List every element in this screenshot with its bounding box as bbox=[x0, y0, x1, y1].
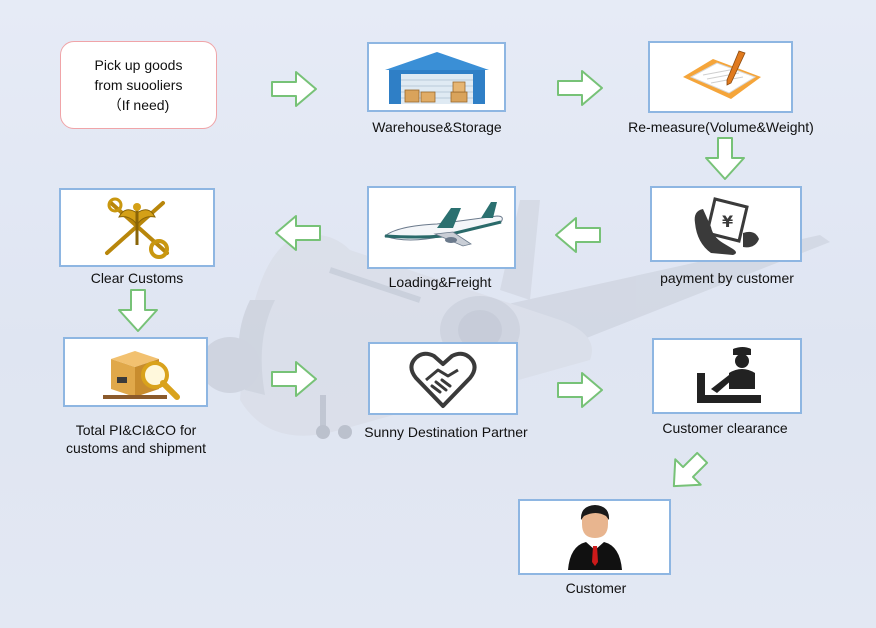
arrow-right-icon bbox=[557, 372, 603, 408]
arrow-down-icon bbox=[118, 289, 158, 332]
warehouse-node bbox=[367, 42, 506, 112]
customs-emblem-icon bbox=[105, 197, 169, 259]
businessman-icon bbox=[567, 505, 622, 570]
loading-label: Loading&Freight bbox=[388, 274, 492, 290]
clipboard-pen-icon bbox=[682, 50, 761, 99]
arrow-right-icon bbox=[557, 70, 603, 106]
customer-node bbox=[518, 499, 671, 575]
warehouse-icon bbox=[384, 52, 489, 104]
clear-customs-node bbox=[59, 188, 215, 267]
pickup-start-box: Pick up goods from suooliers （If need) bbox=[60, 41, 217, 129]
payment-node: ¥ bbox=[650, 186, 802, 262]
arrow-left-icon bbox=[275, 215, 321, 251]
arrow-left-icon bbox=[555, 217, 601, 253]
arrow-down-icon bbox=[705, 137, 745, 180]
remeasure-label: Re-measure(Volume&Weight) bbox=[628, 119, 814, 135]
pickup-line-1: Pick up goods bbox=[94, 57, 183, 73]
arrow-right-icon bbox=[271, 71, 317, 107]
customer-label: Customer bbox=[565, 580, 627, 596]
partner-label: Sunny Destination Partner bbox=[364, 424, 528, 440]
pickup-line-2: from suooliers bbox=[94, 77, 183, 93]
package-magnifier-icon bbox=[102, 351, 180, 400]
svg-text:¥: ¥ bbox=[722, 212, 733, 231]
documents-label-line-1: Total PI&CI&CO for bbox=[75, 422, 197, 438]
remeasure-node bbox=[648, 41, 793, 113]
warehouse-label: Warehouse&Storage bbox=[372, 119, 502, 135]
pickup-line-3: （If need) bbox=[107, 97, 170, 113]
payment-label: payment by customer bbox=[660, 270, 794, 286]
airplane-icon bbox=[383, 201, 503, 246]
loading-node bbox=[367, 186, 516, 269]
customs-officer-icon bbox=[697, 347, 761, 403]
clear-customs-label: Clear Customs bbox=[90, 270, 184, 286]
arrow-right-icon bbox=[271, 361, 317, 397]
documents-label: Total PI&CI&CO for customs and shipment bbox=[38, 421, 234, 457]
handshake-heart-icon bbox=[409, 351, 477, 408]
customer-clearance-node bbox=[652, 338, 802, 414]
arrow-down-left-icon bbox=[672, 451, 709, 488]
payment-hand-icon: ¥ bbox=[694, 197, 759, 255]
customer-clearance-label: Customer clearance bbox=[662, 420, 788, 436]
documents-node bbox=[63, 337, 208, 407]
documents-label-line-2: customs and shipment bbox=[65, 440, 207, 456]
partner-node bbox=[368, 342, 518, 415]
